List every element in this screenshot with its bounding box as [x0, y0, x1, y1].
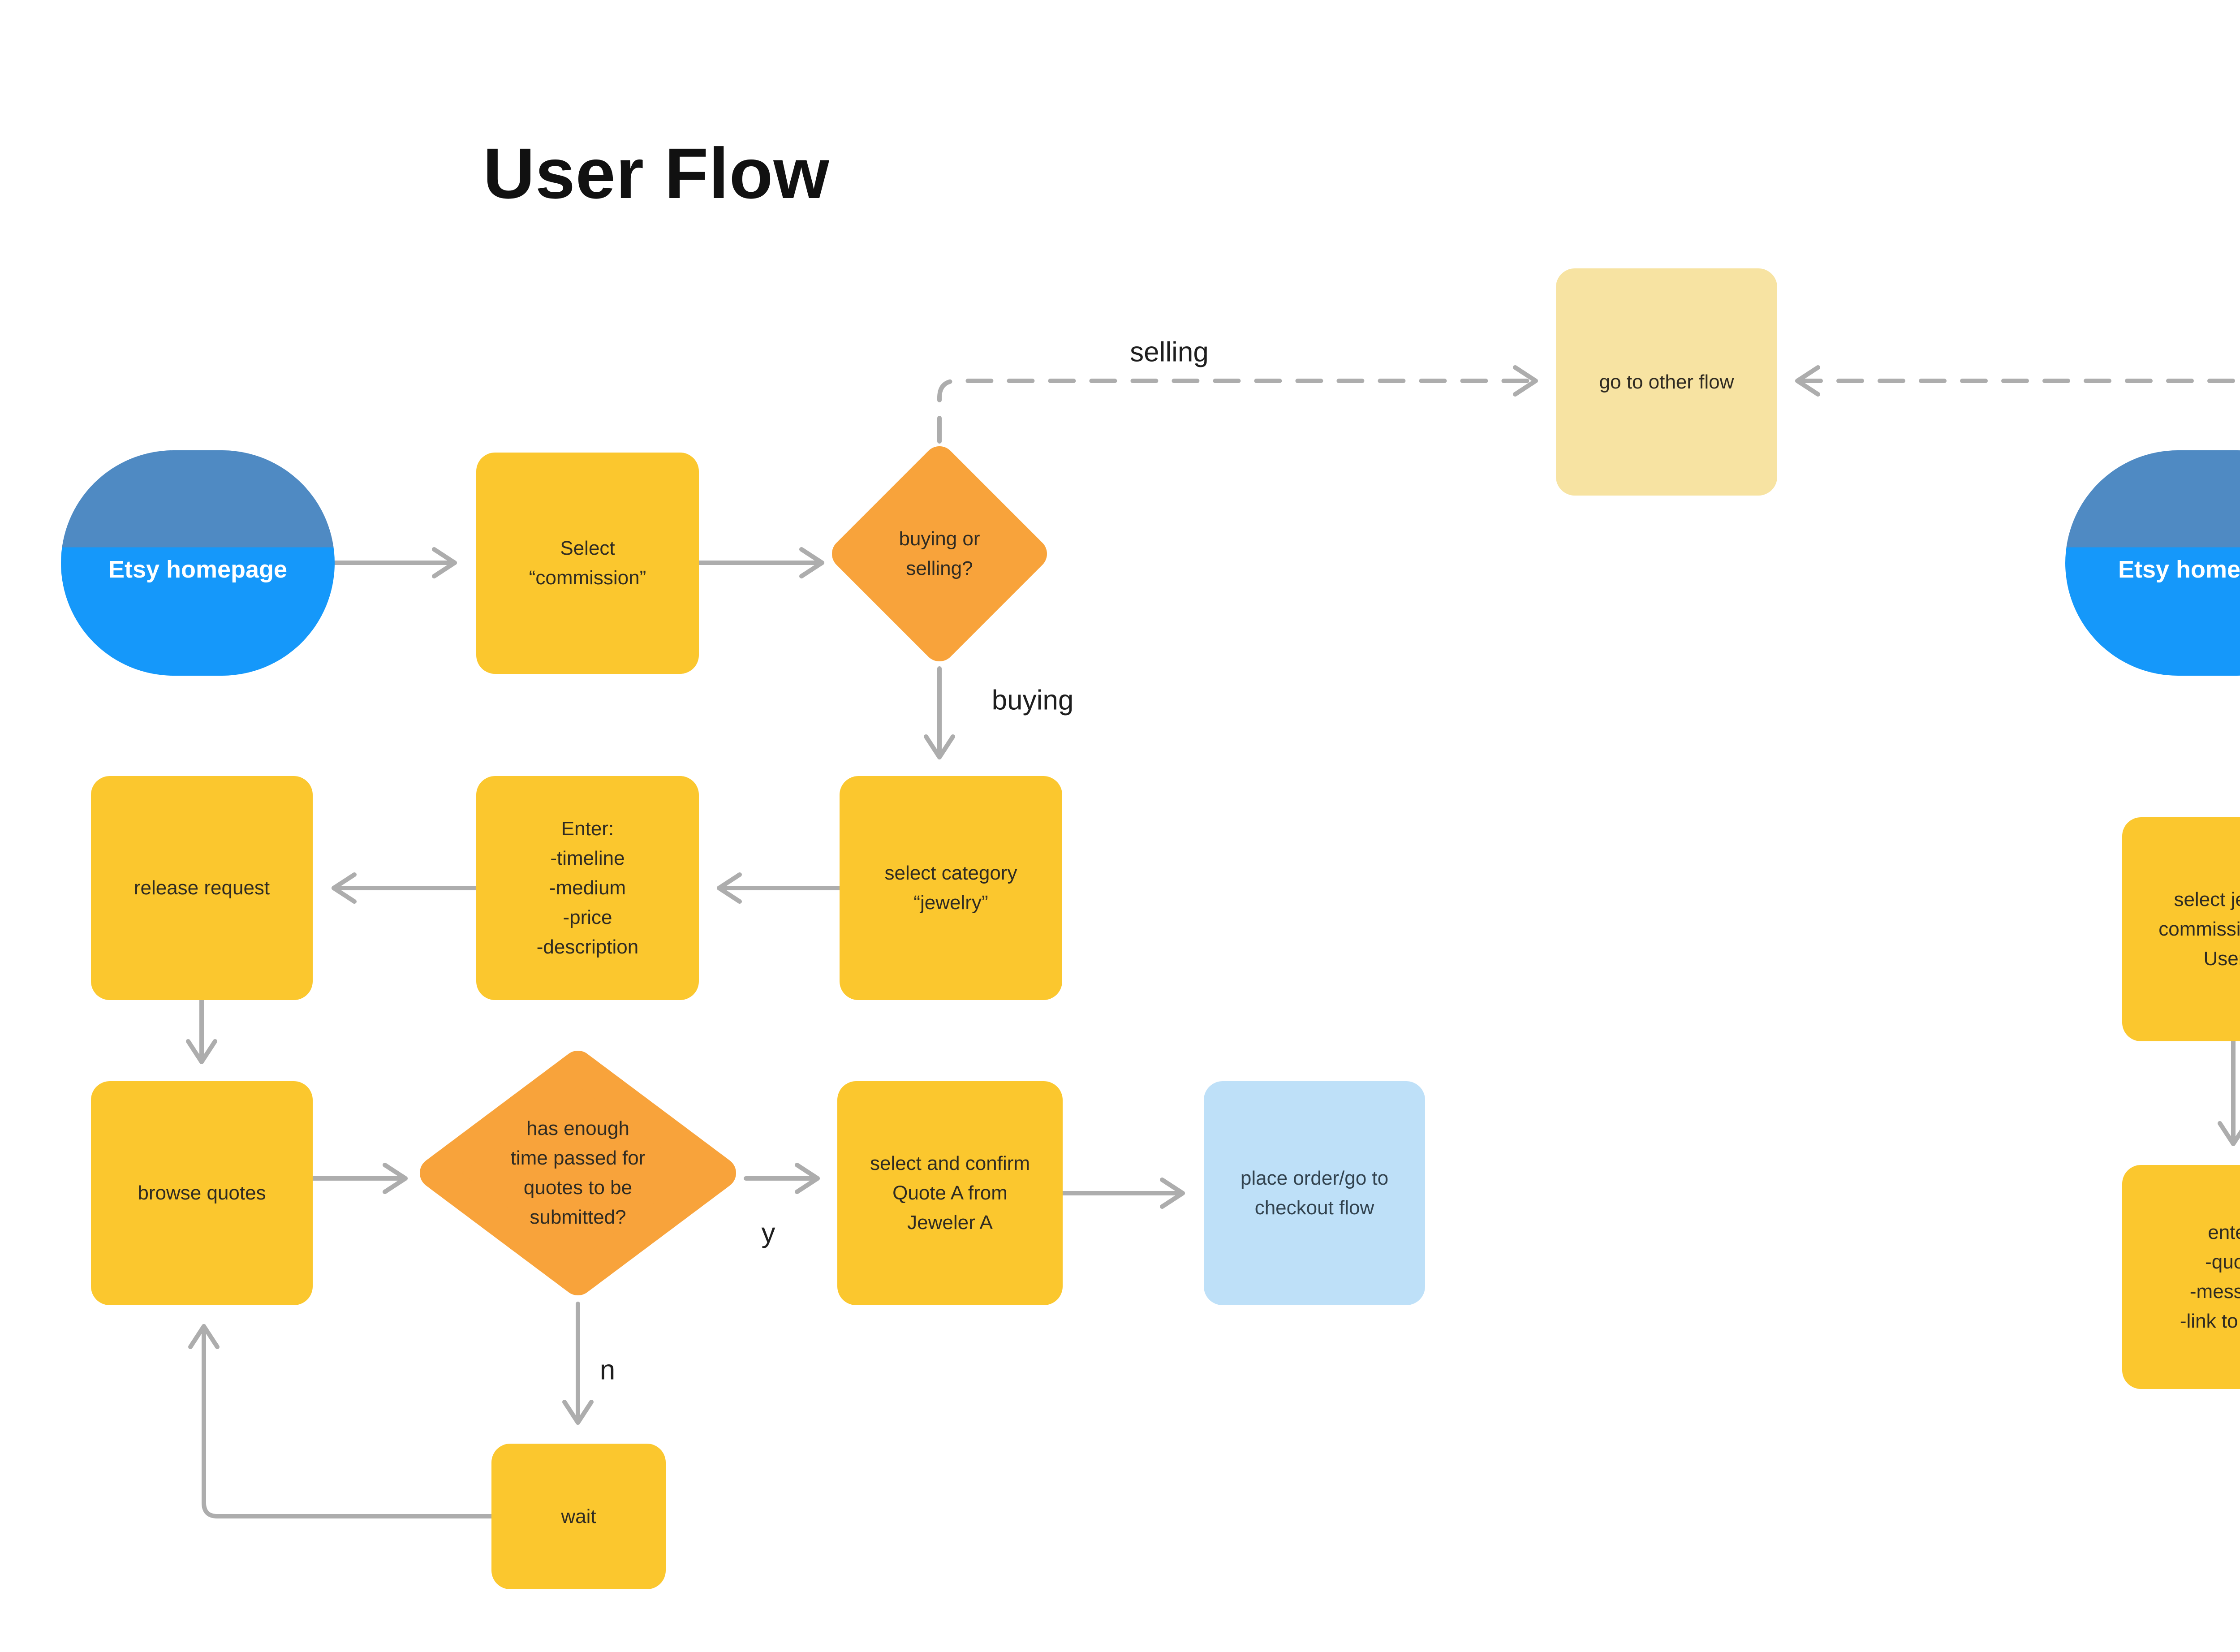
node-user-release-request[interactable]: release request — [91, 776, 313, 1000]
node-seller-select-jewelry-commission[interactable]: select jewelry commission from User A — [2122, 817, 2240, 1041]
node-user-browse-quotes[interactable]: browse quotes — [91, 1081, 313, 1305]
node-user-buying-or-selling-label: buying or selling? — [899, 528, 980, 579]
node-seller-enter-quote[interactable]: enter: -quote -message -link to shop — [2122, 1165, 2240, 1389]
node-seller-etsy-homepage[interactable]: Etsy homepage — [2065, 450, 2240, 676]
node-user-select-commission[interactable]: Select “commission” — [476, 453, 699, 674]
node-user-select-confirm-quote[interactable]: select and confirm Quote A from Jeweler … — [837, 1081, 1063, 1305]
edge-label-yes: y — [761, 1217, 775, 1249]
decision-diamond-quotes[interactable] — [420, 1051, 736, 1295]
edge-sdecision-goto-dashed — [1795, 365, 2240, 438]
node-user-etsy-homepage[interactable]: Etsy homepage — [61, 450, 335, 676]
edge-uwait-ubrowse-loop — [188, 1324, 494, 1518]
node-user-enter-details[interactable]: Enter: -timeline -medium -price -descrip… — [476, 776, 699, 1000]
node-user-place-order-checkout[interactable]: place order/go to checkout flow — [1204, 1081, 1425, 1305]
decision-diamond-user[interactable] — [832, 446, 1047, 661]
edge-udecision-goto-dashed — [937, 365, 1538, 444]
edge-label-no: n — [599, 1354, 616, 1386]
node-user-enough-time-label: has enough time passed for quotes to be … — [510, 1117, 646, 1228]
node-user-wait[interactable]: wait — [491, 1444, 666, 1589]
edge-label-selling-left: selling — [1130, 336, 1209, 368]
node-user-select-category-jewelry[interactable]: select category “jewelry” — [840, 776, 1062, 1000]
edge-label-buying-left: buying — [991, 685, 1074, 716]
user-flow-title: User Flow — [483, 133, 830, 213]
node-go-to-other-flow[interactable]: go to other flow — [1556, 268, 1777, 496]
